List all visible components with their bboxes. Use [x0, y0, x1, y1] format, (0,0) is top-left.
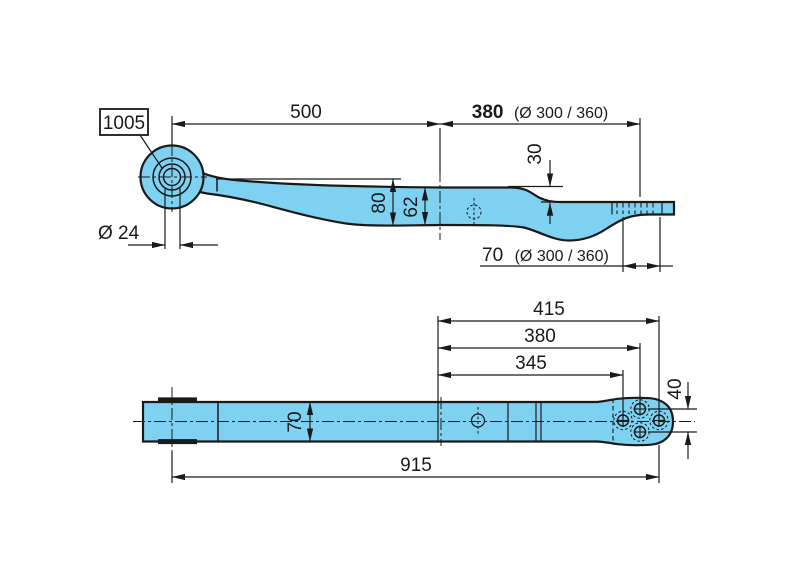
dim-380-plan: 380: [437, 326, 641, 406]
plan-view: 415 380 345 70 40: [133, 299, 697, 483]
dim-62: 62: [401, 187, 429, 226]
dim-915: 915: [171, 445, 660, 483]
dim-eye-bore: Ø 24: [98, 223, 218, 249]
dim-80-text: 80: [369, 192, 390, 213]
dim-30-text: 30: [525, 143, 546, 164]
dim-70-plan: 70: [285, 401, 314, 442]
hole-bottom: [633, 425, 647, 439]
clamp-zone-hatching: [611, 202, 663, 215]
counterbore-left: [613, 410, 633, 431]
side-view: 1005 500 380 (Ø 300 / 360) 30: [98, 102, 676, 272]
dim-70-side: 70 (Ø 300 / 360): [480, 217, 673, 272]
dim-70-side-text: 70 (Ø 300 / 360): [482, 245, 609, 266]
spring-eye: [138, 144, 207, 249]
dim-415-text: 415: [533, 299, 565, 320]
dim-80: 80: [216, 178, 401, 226]
dim-345: 345: [437, 353, 624, 418]
center-bolt-mark-plan: [470, 407, 486, 434]
dim-62-text: 62: [401, 196, 422, 217]
dim-380-plan-text: 380: [524, 326, 556, 347]
callout-box: [99, 108, 149, 136]
dim-40-text: 40: [665, 378, 686, 399]
dim-380-text: 380 (Ø 300 / 360): [472, 102, 608, 123]
callout-leader-line: [139, 134, 163, 169]
dim-500-text: 500: [290, 102, 322, 123]
center-bolt-mark-side: [466, 198, 482, 226]
bushing-tab-bottom: [158, 439, 197, 445]
spring-blade-profile: [188, 169, 676, 242]
dim-30: 30: [508, 143, 563, 224]
dim-500: 500: [171, 102, 441, 146]
part-number-text: 1005: [103, 113, 145, 134]
dim-915-text: 915: [400, 455, 432, 476]
dim-415: 415: [437, 299, 660, 418]
dim-70-plan-text: 70: [285, 411, 306, 432]
bushing-tab-top: [158, 397, 197, 403]
part-number-callout: 1005: [99, 108, 163, 169]
counterbore-right: [649, 410, 669, 431]
dim-dia24-text: Ø 24: [98, 223, 140, 244]
dim-345-text: 345: [515, 353, 547, 374]
dim-40: 40: [648, 378, 697, 459]
dim-380-side: 380 (Ø 300 / 360): [439, 102, 641, 197]
